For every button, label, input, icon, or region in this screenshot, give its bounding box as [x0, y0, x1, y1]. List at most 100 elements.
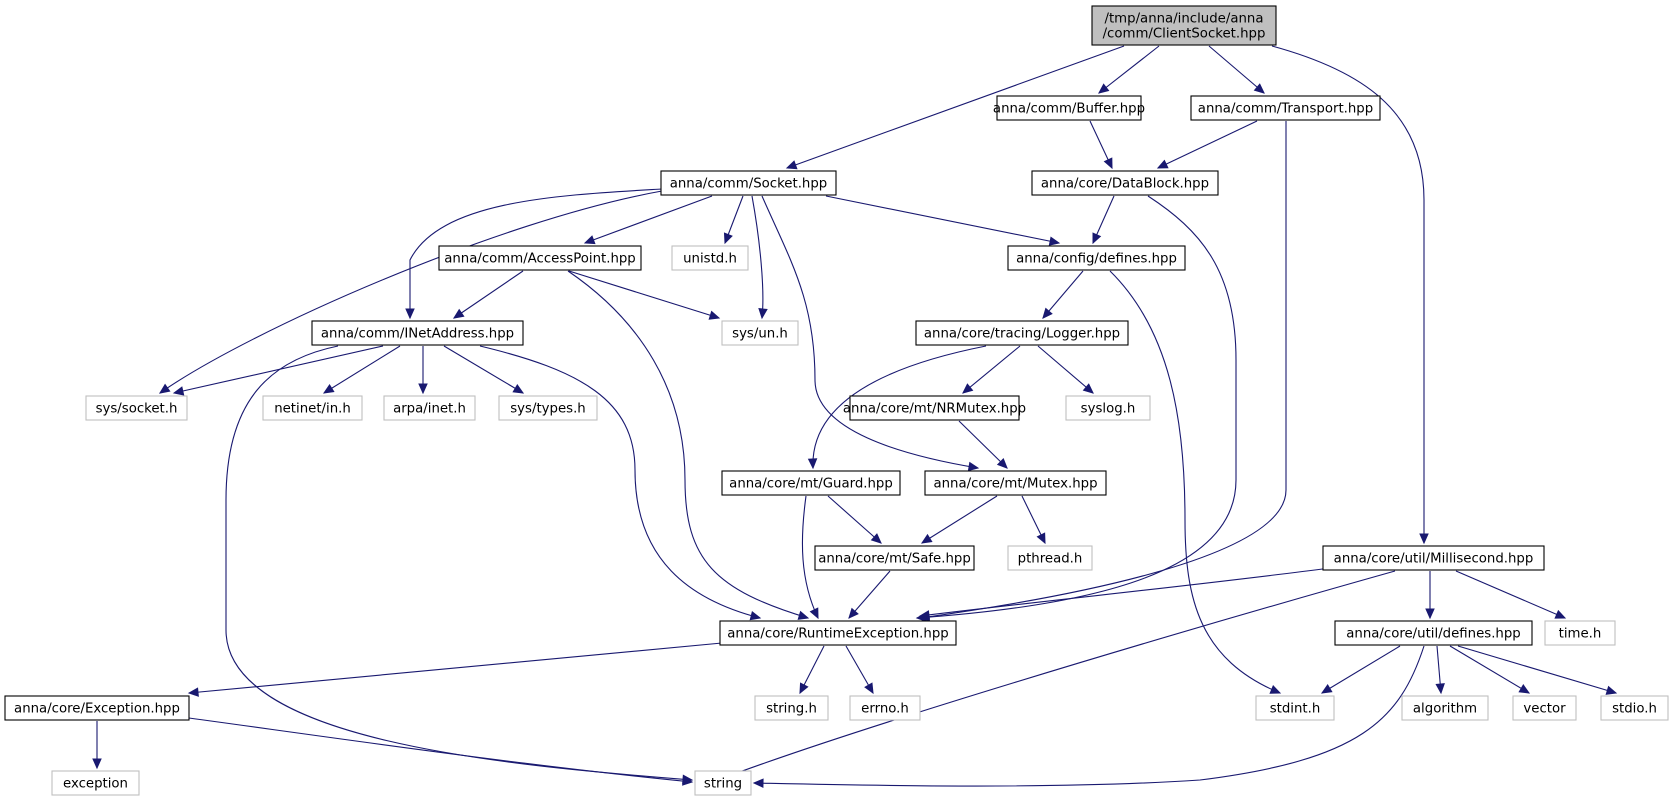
arrowhead-icon — [1092, 232, 1102, 245]
arrowhead-icon — [452, 308, 465, 319]
node-label: errno.h — [861, 702, 909, 717]
edge-socket-to-syssocket — [158, 190, 663, 394]
arrowhead-icon — [682, 776, 694, 786]
node-systypes: sys/types.h — [498, 395, 598, 421]
arrowhead-icon — [1036, 532, 1046, 545]
edge-line — [1109, 270, 1281, 694]
node-exception_hpp[interactable]: anna/core/Exception.hpp — [4, 695, 190, 721]
node-safe[interactable]: anna/core/mt/Safe.hpp — [814, 545, 975, 571]
node-guard[interactable]: anna/core/mt/Guard.hpp — [721, 470, 901, 496]
arrowhead-icon — [749, 611, 762, 621]
edge-line — [225, 345, 693, 781]
node-inetaddress[interactable]: anna/comm/INetAddress.hpp — [311, 320, 524, 346]
arrowhead-icon — [322, 383, 335, 394]
node-box — [1091, 5, 1277, 46]
node-accesspoint[interactable]: anna/comm/AccessPoint.hpp — [438, 245, 642, 271]
node-label: arpa/inet.h — [393, 402, 466, 417]
node-runtimeexception[interactable]: anna/core/RuntimeException.hpp — [719, 620, 957, 646]
edge-line — [188, 642, 723, 694]
edge-runtimeexception-to-stringh — [799, 645, 825, 695]
node-root[interactable]: /tmp/anna/include/anna/comm/ClientSocket… — [1091, 5, 1277, 46]
node-label: stdint.h — [1270, 702, 1321, 717]
node-utildefines[interactable]: anna/core/util/defines.hpp — [1334, 620, 1533, 646]
edge-guard-to-runtimeexception — [801, 495, 819, 620]
edge-utildefines-to-vector — [1449, 645, 1531, 694]
node-socket[interactable]: anna/comm/Socket.hpp — [660, 170, 837, 196]
node-box — [849, 695, 921, 721]
node-label: pthread.h — [1018, 552, 1083, 567]
arrowhead-icon — [809, 607, 819, 620]
node-label: anna/comm/AccessPoint.hpp — [444, 252, 636, 267]
edge-inetaddress-to-netinet — [322, 345, 401, 394]
edge-utildefines-to-stdio — [1457, 645, 1618, 695]
edge-safe-to-runtimeexception — [848, 570, 891, 619]
node-box — [754, 695, 829, 721]
node-label: /tmp/anna/include/anna — [1104, 12, 1263, 27]
node-string_std: string — [694, 770, 752, 796]
arrowhead-icon — [864, 682, 874, 695]
node-label: anna/core/util/Millisecond.hpp — [1334, 552, 1534, 567]
node-nrmutex[interactable]: anna/core/mt/NRMutex.hpp — [843, 395, 1026, 421]
arrowhead-icon — [1156, 159, 1169, 169]
node-box — [311, 320, 524, 346]
edge-runtimeexception-to-errnoh — [845, 645, 874, 695]
edge-line — [173, 345, 384, 394]
node-box — [694, 770, 752, 796]
edge-line — [753, 645, 1425, 787]
edge-inetaddress-to-systypes — [443, 345, 525, 394]
edge-accesspoint-to-inetaddress — [452, 270, 524, 319]
edge-utildefines-to-stdint — [1320, 645, 1401, 694]
edge-inetaddress-to-runtimeexception — [479, 345, 762, 621]
nodes-layer: /tmp/anna/include/anna/comm/ClientSocket… — [4, 5, 1669, 796]
node-label: vector — [1523, 702, 1566, 717]
node-buffer[interactable]: anna/comm/Buffer.hpp — [993, 95, 1145, 121]
node-label: anna/core/tracing/Logger.hpp — [924, 327, 1120, 342]
arrowhead-icon — [512, 384, 525, 394]
node-box — [1401, 695, 1489, 721]
arrowhead-icon — [848, 607, 859, 619]
arrowhead-icon — [799, 682, 809, 695]
node-label: anna/core/RuntimeException.hpp — [727, 627, 948, 642]
edge-exception_hpp-to-exception_std — [92, 721, 102, 770]
edge-millisecond-to-string_std — [716, 570, 1396, 782]
arrowhead-icon — [1435, 683, 1445, 695]
node-label: anna/config/defines.hpp — [1016, 252, 1177, 267]
node-box — [1007, 245, 1186, 271]
node-millisecond[interactable]: anna/core/util/Millisecond.hpp — [1322, 545, 1545, 571]
node-box — [85, 395, 188, 421]
node-logger[interactable]: anna/core/tracing/Logger.hpp — [915, 320, 1129, 346]
edge-root-to-socket — [785, 45, 1125, 170]
arrowhead-icon — [1269, 684, 1282, 694]
edge-mutex-to-pthread — [1021, 495, 1046, 545]
node-exception_std: exception — [51, 770, 140, 796]
node-box — [438, 245, 642, 271]
arrowhead-icon — [1419, 533, 1429, 545]
arrowhead-icon — [92, 758, 102, 770]
arrowhead-icon — [187, 687, 199, 697]
node-mutex[interactable]: anna/core/mt/Mutex.hpp — [924, 470, 1107, 496]
edge-utildefines-to-algorithm — [1435, 645, 1445, 695]
edge-line — [1157, 120, 1258, 169]
edge-accesspoint-to-runtimeexception — [567, 270, 810, 620]
node-datablock[interactable]: anna/core/DataBlock.hpp — [1031, 170, 1219, 196]
node-vector: vector — [1512, 695, 1577, 721]
node-algorithm: algorithm — [1401, 695, 1489, 721]
node-transport[interactable]: anna/comm/Transport.hpp — [1190, 95, 1381, 121]
arrowhead-icon — [996, 457, 1008, 469]
node-label: anna/core/mt/NRMutex.hpp — [843, 402, 1026, 417]
node-label: anna/comm/Transport.hpp — [1198, 102, 1373, 117]
node-label: sys/types.h — [510, 402, 586, 417]
node-stringh: string.h — [754, 695, 829, 721]
node-label: netinet/in.h — [274, 402, 351, 417]
edge-socket-to-sysun — [751, 195, 768, 320]
arrowhead-icon — [1103, 157, 1113, 170]
arrowhead-icon — [752, 778, 764, 788]
edge-line — [919, 121, 1287, 619]
node-pthread: pthread.h — [1007, 545, 1093, 571]
edge-exception_hpp-to-string_std — [188, 717, 694, 786]
node-configdefines[interactable]: anna/config/defines.hpp — [1007, 245, 1186, 271]
edge-line — [812, 345, 987, 469]
edge-socket-to-unistd — [723, 195, 744, 245]
edge-line — [323, 345, 401, 394]
